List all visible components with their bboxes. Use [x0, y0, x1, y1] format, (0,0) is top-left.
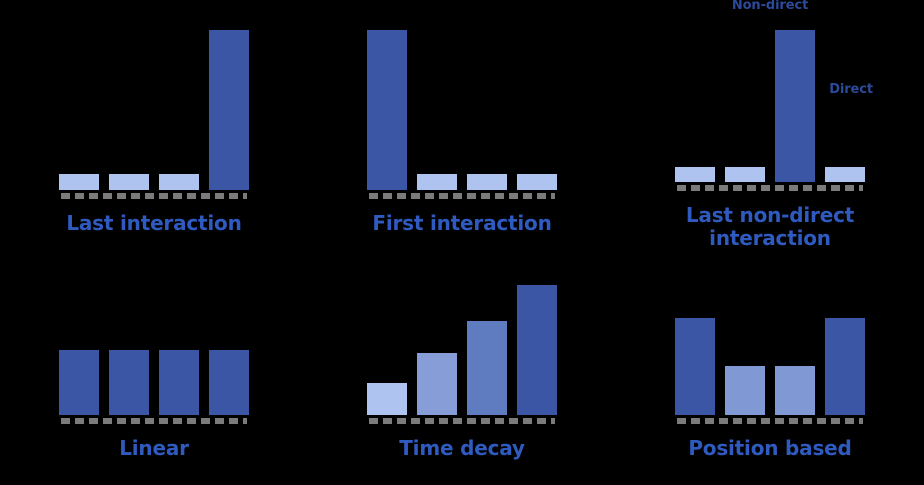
bar — [367, 30, 407, 190]
annotation-non-direct: Non-direct — [731, 0, 809, 13]
bar — [517, 285, 557, 415]
bar — [825, 317, 865, 415]
panel-position-based: Position based — [616, 250, 924, 485]
bar — [467, 321, 507, 415]
bar — [675, 166, 715, 182]
bar — [517, 174, 557, 190]
bar — [367, 382, 407, 415]
bar — [209, 350, 249, 415]
dashed-baseline — [61, 418, 247, 424]
panel-last-interaction: Last interaction — [0, 0, 308, 250]
panel-first-interaction: First interaction — [308, 0, 616, 250]
bar — [675, 317, 715, 415]
bar-group — [367, 285, 557, 415]
bar — [775, 30, 815, 182]
bar — [775, 365, 815, 415]
dashed-baseline — [61, 193, 247, 199]
plot-area-last-interaction — [59, 30, 249, 199]
bar — [109, 174, 149, 190]
panel-caption-position-based: Position based — [688, 436, 852, 460]
annotation-direct: Direct — [829, 82, 873, 97]
panel-caption-linear: Linear — [119, 436, 189, 460]
panel-time-decay: Time decay — [308, 250, 616, 485]
bar — [159, 350, 199, 415]
bar — [725, 365, 765, 415]
bar — [825, 166, 865, 182]
dashed-baseline — [677, 185, 863, 191]
panel-caption-first-interaction: First interaction — [372, 211, 552, 235]
plot-area-linear — [59, 285, 249, 424]
bar-group — [367, 30, 557, 190]
bar — [109, 350, 149, 415]
panel-linear: Linear — [0, 250, 308, 485]
bar-group — [59, 285, 249, 415]
dashed-baseline — [369, 418, 555, 424]
bar — [725, 166, 765, 182]
panel-caption-last-non-direct-interaction: Last non-direct interaction — [685, 203, 855, 250]
panel-caption-time-decay: Time decay — [399, 436, 525, 460]
plot-area-position-based — [675, 285, 865, 424]
bar — [209, 30, 249, 190]
bar — [417, 352, 457, 415]
plot-area-time-decay — [367, 285, 557, 424]
bar — [417, 174, 457, 190]
bar-group — [675, 30, 865, 182]
bar — [59, 174, 99, 190]
panel-caption-last-interaction: Last interaction — [66, 211, 242, 235]
bar-group — [675, 285, 865, 415]
bar — [159, 174, 199, 190]
bar-group — [59, 30, 249, 190]
bar — [59, 350, 99, 415]
bar — [467, 174, 507, 190]
dashed-baseline — [369, 193, 555, 199]
dashed-baseline — [677, 418, 863, 424]
plot-area-first-interaction — [367, 30, 557, 199]
